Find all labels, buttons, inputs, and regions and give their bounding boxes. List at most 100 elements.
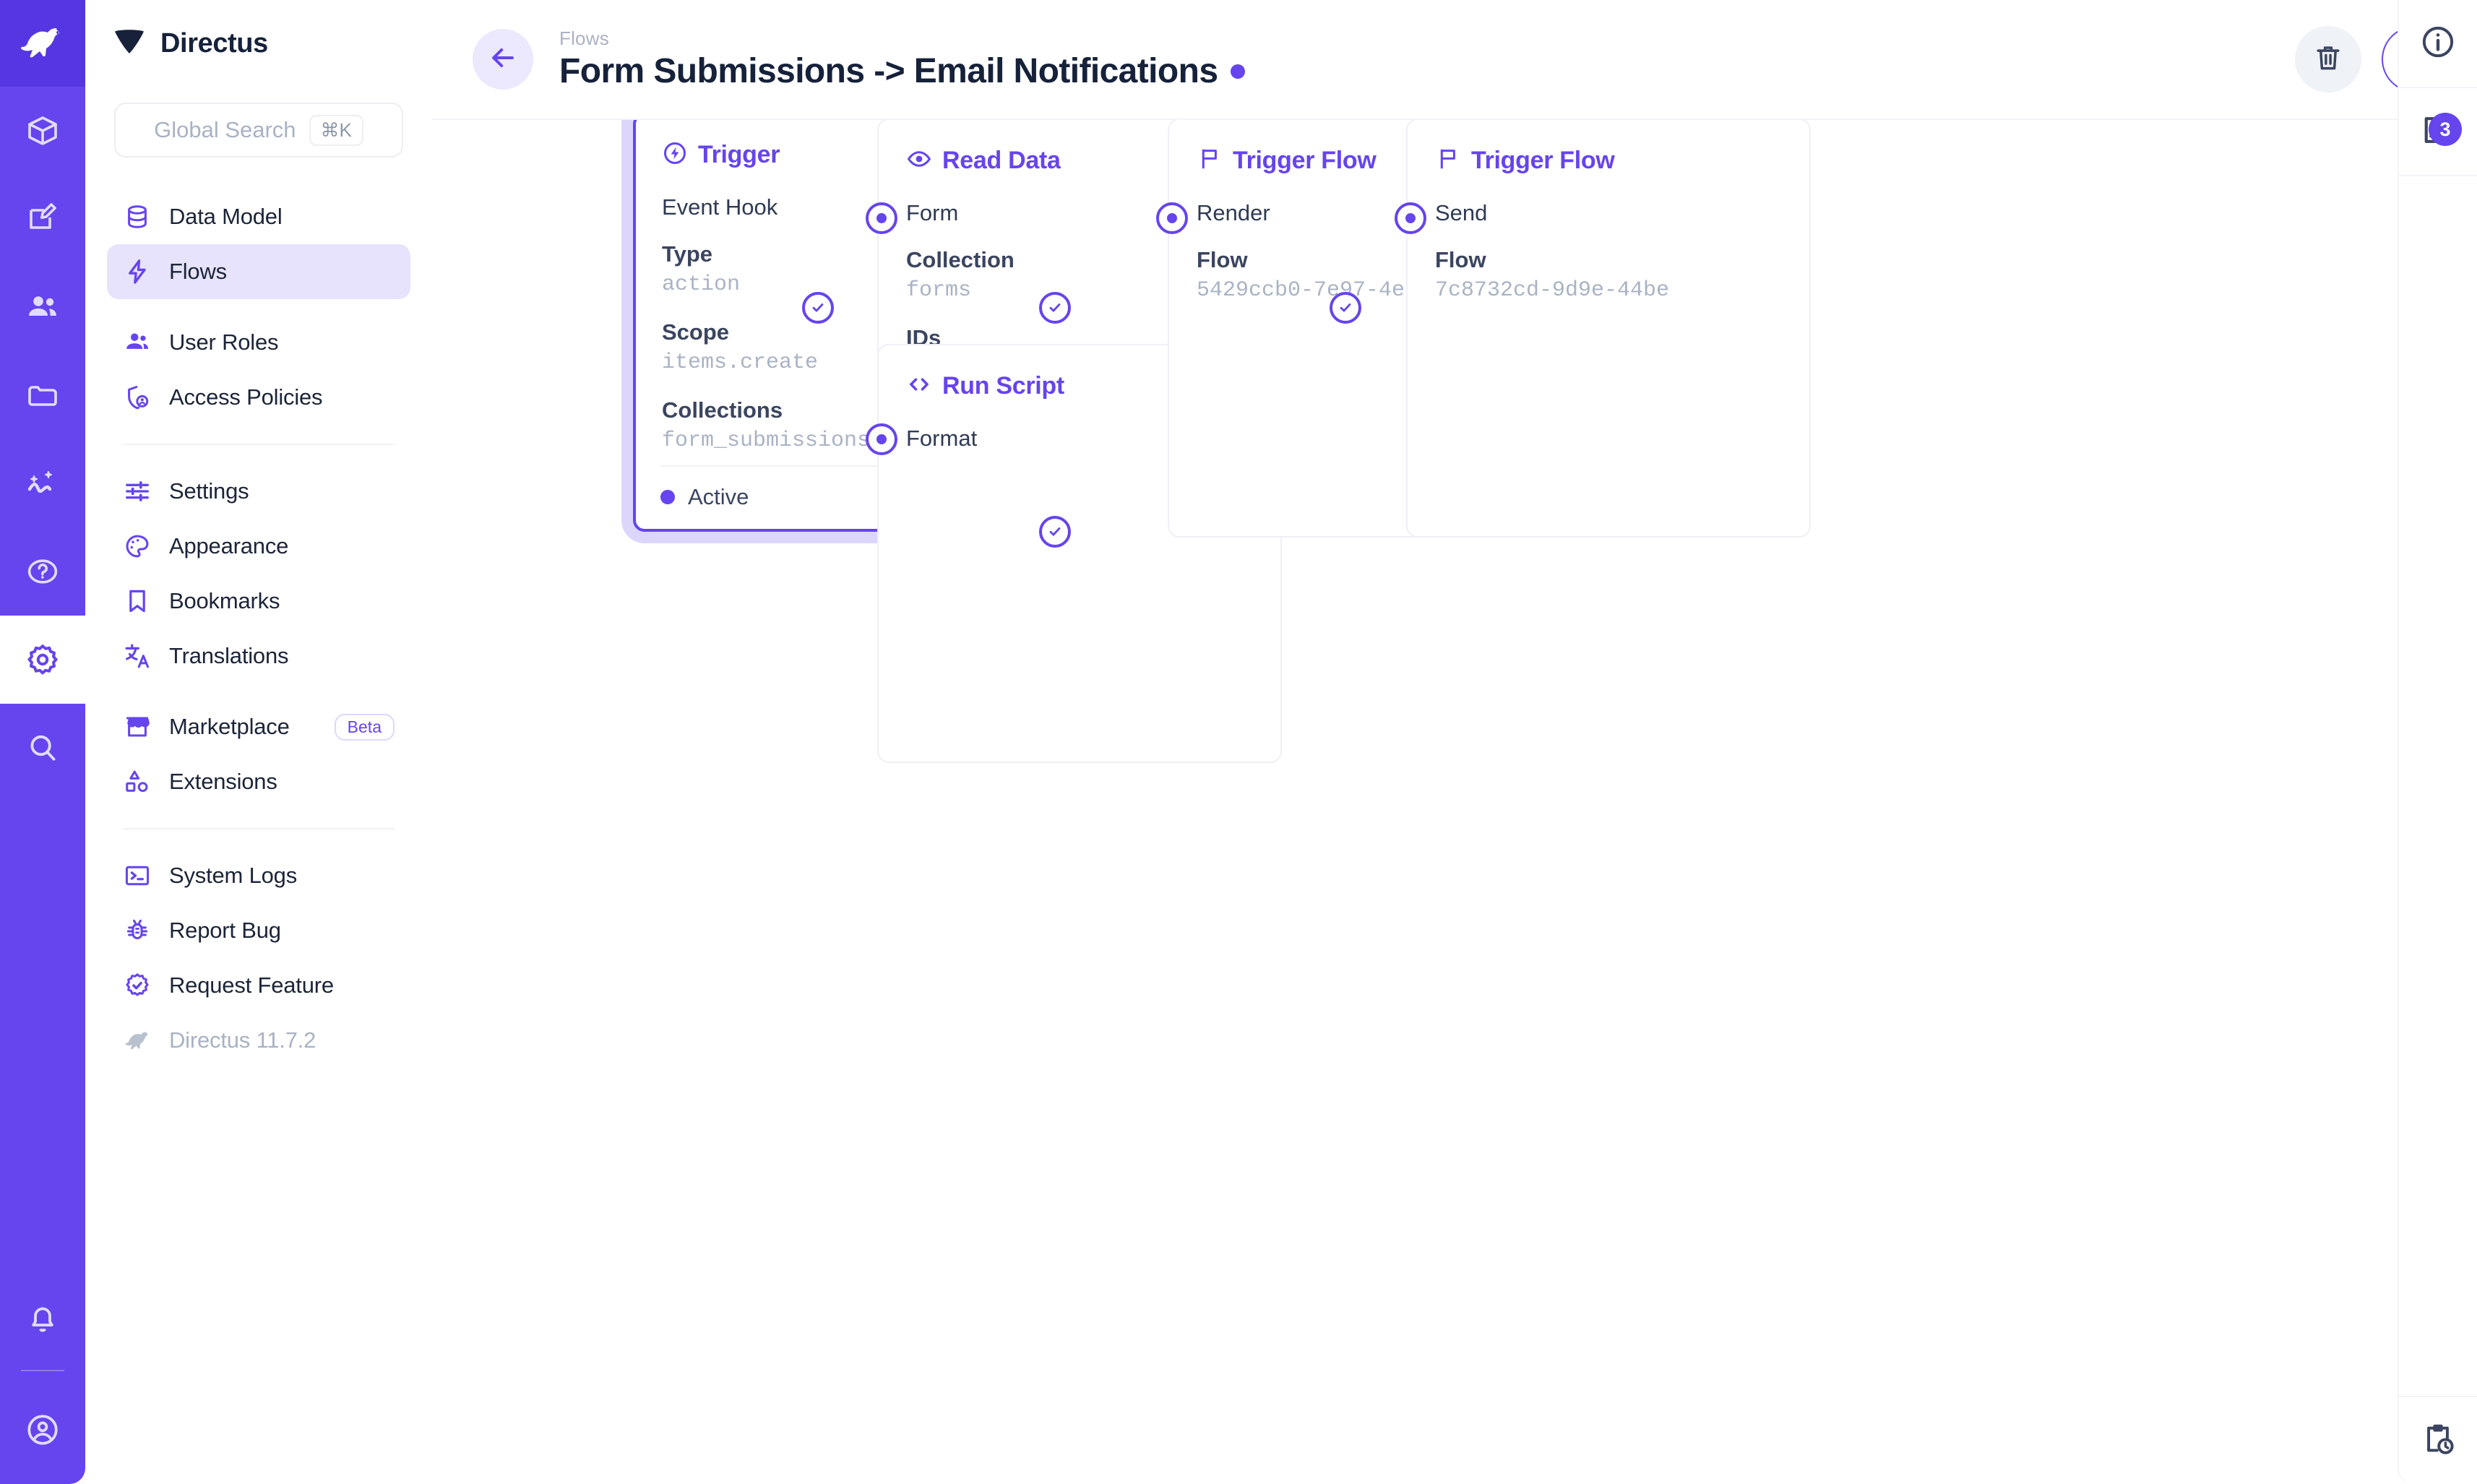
search-shortcut-badge: ⌘K [309,114,363,146]
back-button[interactable] [473,29,533,90]
sidebar-group-4: Marketplace Beta Extensions [85,699,432,809]
sidebar-item-bookmarks[interactable]: Bookmarks [107,574,410,629]
activity-history-button[interactable] [2398,1396,2477,1484]
port-run-script-input[interactable] [866,423,897,455]
help-circle-icon [25,554,60,589]
port-read-data-input[interactable] [866,202,897,234]
sidebar-item-extensions[interactable]: Extensions [107,754,410,809]
node-subtitle: Render [1197,200,1270,225]
bug-icon [123,916,152,945]
sidebar-item-label: Appearance [169,533,289,558]
rail-item-content[interactable] [0,87,85,175]
page-title: Form Submissions -> Email Notifications [559,52,1218,90]
rail-item-help[interactable] [0,527,85,616]
port-trigger-flow-render-resolve[interactable] [1330,292,1361,324]
global-search-input[interactable]: Global Search ⌘K [114,103,403,158]
sidebar-item-label: User Roles [169,329,279,355]
sidebar-item-label: Translations [169,643,289,668]
users-icon [25,290,60,324]
project-name: Directus [160,27,268,59]
port-run-script-resolve[interactable] [1039,516,1071,548]
sidebar-item-flows[interactable]: Flows [107,244,410,299]
sidebar-item-data-model[interactable]: Data Model [107,189,410,244]
rail-item-settings[interactable] [0,616,85,704]
sidebar-item-request-feature[interactable]: Request Feature [107,958,410,1013]
flag-icon [1435,146,1461,176]
shield-user-icon [123,383,152,412]
directus-logo-button[interactable] [0,0,85,87]
edit-square-icon [25,202,60,236]
content-box-icon [25,113,60,148]
field-value: 7c8732cd-9d9e-44be [1435,277,1670,303]
sidebar-item-label: Marketplace [169,714,290,739]
sidebar-item-translations[interactable]: Translations [107,629,410,683]
sidebar-item-user-roles[interactable]: User Roles [107,315,410,370]
lightning-bolt-icon [123,257,152,286]
shapes-icon [123,767,152,796]
info-circle-icon [2420,24,2456,64]
clipboard-clock-icon [2420,1421,2456,1461]
rail-item-notifications[interactable] [0,1277,85,1366]
rail-item-editor[interactable] [0,175,85,263]
insights-sparkle-icon [25,466,60,501]
sidebar-item-appearance[interactable]: Appearance [107,519,410,574]
module-rail [0,0,85,1484]
node-title: Run Script [942,372,1064,400]
field-value: form_submissions [662,428,871,453]
node-subtitle: Format [906,426,978,451]
trash-icon [2312,42,2344,77]
rail-item-users[interactable] [0,263,85,351]
field-key: Flow [1197,247,1248,272]
port-read-data-resolve[interactable] [1039,292,1071,324]
sidebar-item-label: System Logs [169,863,297,888]
delete-flow-button[interactable] [2295,26,2361,92]
directus-rabbit-logo [123,1026,152,1055]
sidebar-item-report-bug[interactable]: Report Bug [107,903,410,958]
sidebar-item-access-policies[interactable]: Access Policies [107,370,410,425]
page-title-block: Flows Form Submissions -> Email Notifica… [559,27,1246,91]
flow-node-trigger-flow-send[interactable]: Trigger Flow Send Flow 7c8732cd-9d9e-44b… [1406,120,1811,538]
folder-icon [25,378,60,413]
storefront-icon [123,712,152,741]
palette-icon [123,532,152,561]
node-status: Active [660,465,1010,510]
node-title: Trigger Flow [1471,147,1615,174]
field-value: items.create [662,350,819,375]
rail-item-insights[interactable] [0,439,85,527]
rail-item-search[interactable] [0,704,85,792]
sidebar-item-marketplace[interactable]: Marketplace Beta [107,699,410,754]
sidebar-group-5: System Logs Report Bug Request Feature D… [85,848,432,1068]
flow-logs-button[interactable]: 3 [2398,88,2477,176]
node-subtitle: Form [906,200,959,225]
sidebar-item-label: Request Feature [169,972,334,998]
port-trigger-resolve[interactable] [802,292,834,324]
field-value: action [662,272,741,297]
node-status-label: Active [688,484,749,509]
field-key: Type [662,241,713,267]
code-brackets-icon [906,371,932,401]
sidebar-item-label: Data Model [169,204,283,229]
badge-check-icon [123,971,152,1000]
field-key: Collections [662,397,783,423]
port-trigger-flow-render-input[interactable] [1156,202,1188,234]
node-subtitle: Event Hook [662,194,778,220]
sidebar-item-label: Bookmarks [169,588,280,613]
arrow-left-icon [487,42,519,77]
breadcrumb[interactable]: Flows [559,27,609,49]
node-subtitle: Send [1435,200,1488,225]
sidebar-item-label: Flows [169,259,227,284]
version-label: Directus 11.7.2 [169,1027,316,1053]
info-button[interactable] [2398,0,2477,88]
page-header: Flows Form Submissions -> Email Notifica… [432,0,2477,120]
sidebar-item-settings[interactable]: Settings [107,464,410,519]
rail-item-files[interactable] [0,351,85,439]
marketplace-beta-badge: Beta [334,713,395,741]
sidebar-item-label: Access Policies [169,384,323,410]
project-logo-icon [114,29,145,58]
sidebar-item-label: Extensions [169,769,277,794]
rail-item-account[interactable] [0,1376,85,1484]
sidebar-item-system-logs[interactable]: System Logs [107,848,410,903]
port-trigger-flow-send-input[interactable] [1395,202,1426,234]
flow-canvas[interactable]: Trigger Event Hook Type action Scope ite… [432,120,2477,1484]
